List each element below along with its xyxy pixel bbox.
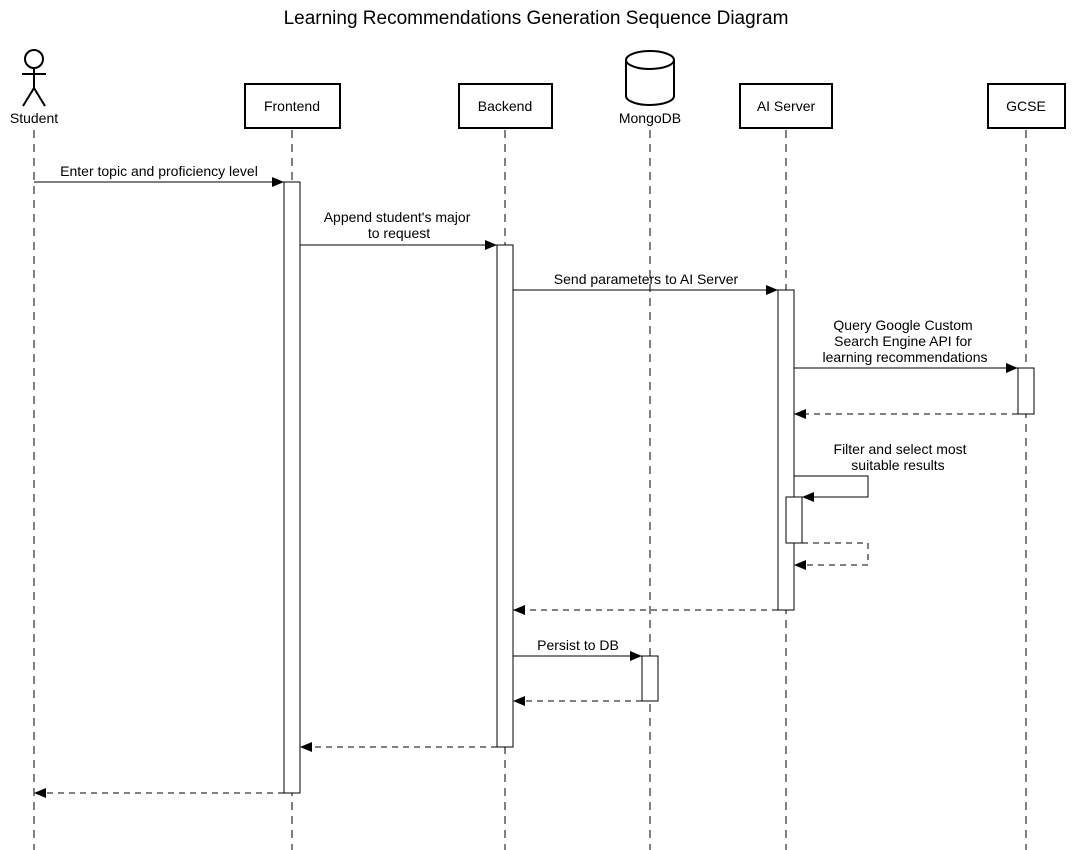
participant-ai-server-label: AI Server bbox=[757, 98, 816, 114]
message-label-append-major: Append student's major to request bbox=[324, 209, 475, 241]
participant-frontend-box bbox=[244, 83, 341, 129]
lifelines bbox=[33, 130, 1027, 850]
message-arrow-filter-self bbox=[794, 475, 869, 502]
activation-ai-server bbox=[777, 289, 795, 611]
message-label-enter-topic: Enter topic and proficiency level bbox=[60, 163, 258, 179]
message-label-line: learning recommendations bbox=[823, 349, 988, 365]
activation-bars bbox=[283, 181, 1035, 794]
participant-frontend-label: Frontend bbox=[264, 98, 320, 114]
message-label-persist: Persist to DB bbox=[537, 637, 619, 653]
return-arrow-filter-self bbox=[794, 542, 869, 570]
message-label-filter-self: Filter and select most suitable results bbox=[834, 441, 971, 473]
activation-mongodb bbox=[641, 655, 659, 702]
activation-gcse bbox=[1017, 367, 1035, 415]
message-label-line: suitable results bbox=[851, 457, 944, 473]
message-label-line: Filter and select most bbox=[834, 441, 967, 457]
participant-backend-box bbox=[458, 83, 553, 129]
message-label-query-gcse: Query Google Custom Search Engine API fo… bbox=[823, 317, 988, 365]
activation-frontend bbox=[283, 181, 301, 794]
message-label-send-parameters: Send parameters to AI Server bbox=[554, 271, 739, 287]
participant-gcse-label: GCSE bbox=[1006, 98, 1046, 114]
activation-backend bbox=[496, 244, 514, 748]
message-label-line: to request bbox=[368, 225, 430, 241]
database-icon bbox=[625, 50, 675, 106]
participant-backend-label: Backend bbox=[478, 98, 532, 114]
message-label-line: Append student's major bbox=[324, 209, 471, 225]
messages bbox=[34, 177, 1018, 798]
actor-head bbox=[24, 49, 44, 69]
activation-ai-server-self bbox=[785, 496, 803, 544]
diagram-title: Learning Recommendations Generation Sequ… bbox=[284, 8, 789, 29]
message-label-line: Query Google Custom bbox=[833, 317, 972, 333]
participant-gcse-box bbox=[987, 83, 1066, 129]
participant-student-label: Student bbox=[10, 110, 58, 126]
participant-ai-server-box bbox=[739, 83, 833, 129]
participant-mongodb-label: MongoDB bbox=[619, 110, 681, 126]
actor-student bbox=[22, 49, 46, 107]
message-label-line: Search Engine API for bbox=[834, 333, 972, 349]
